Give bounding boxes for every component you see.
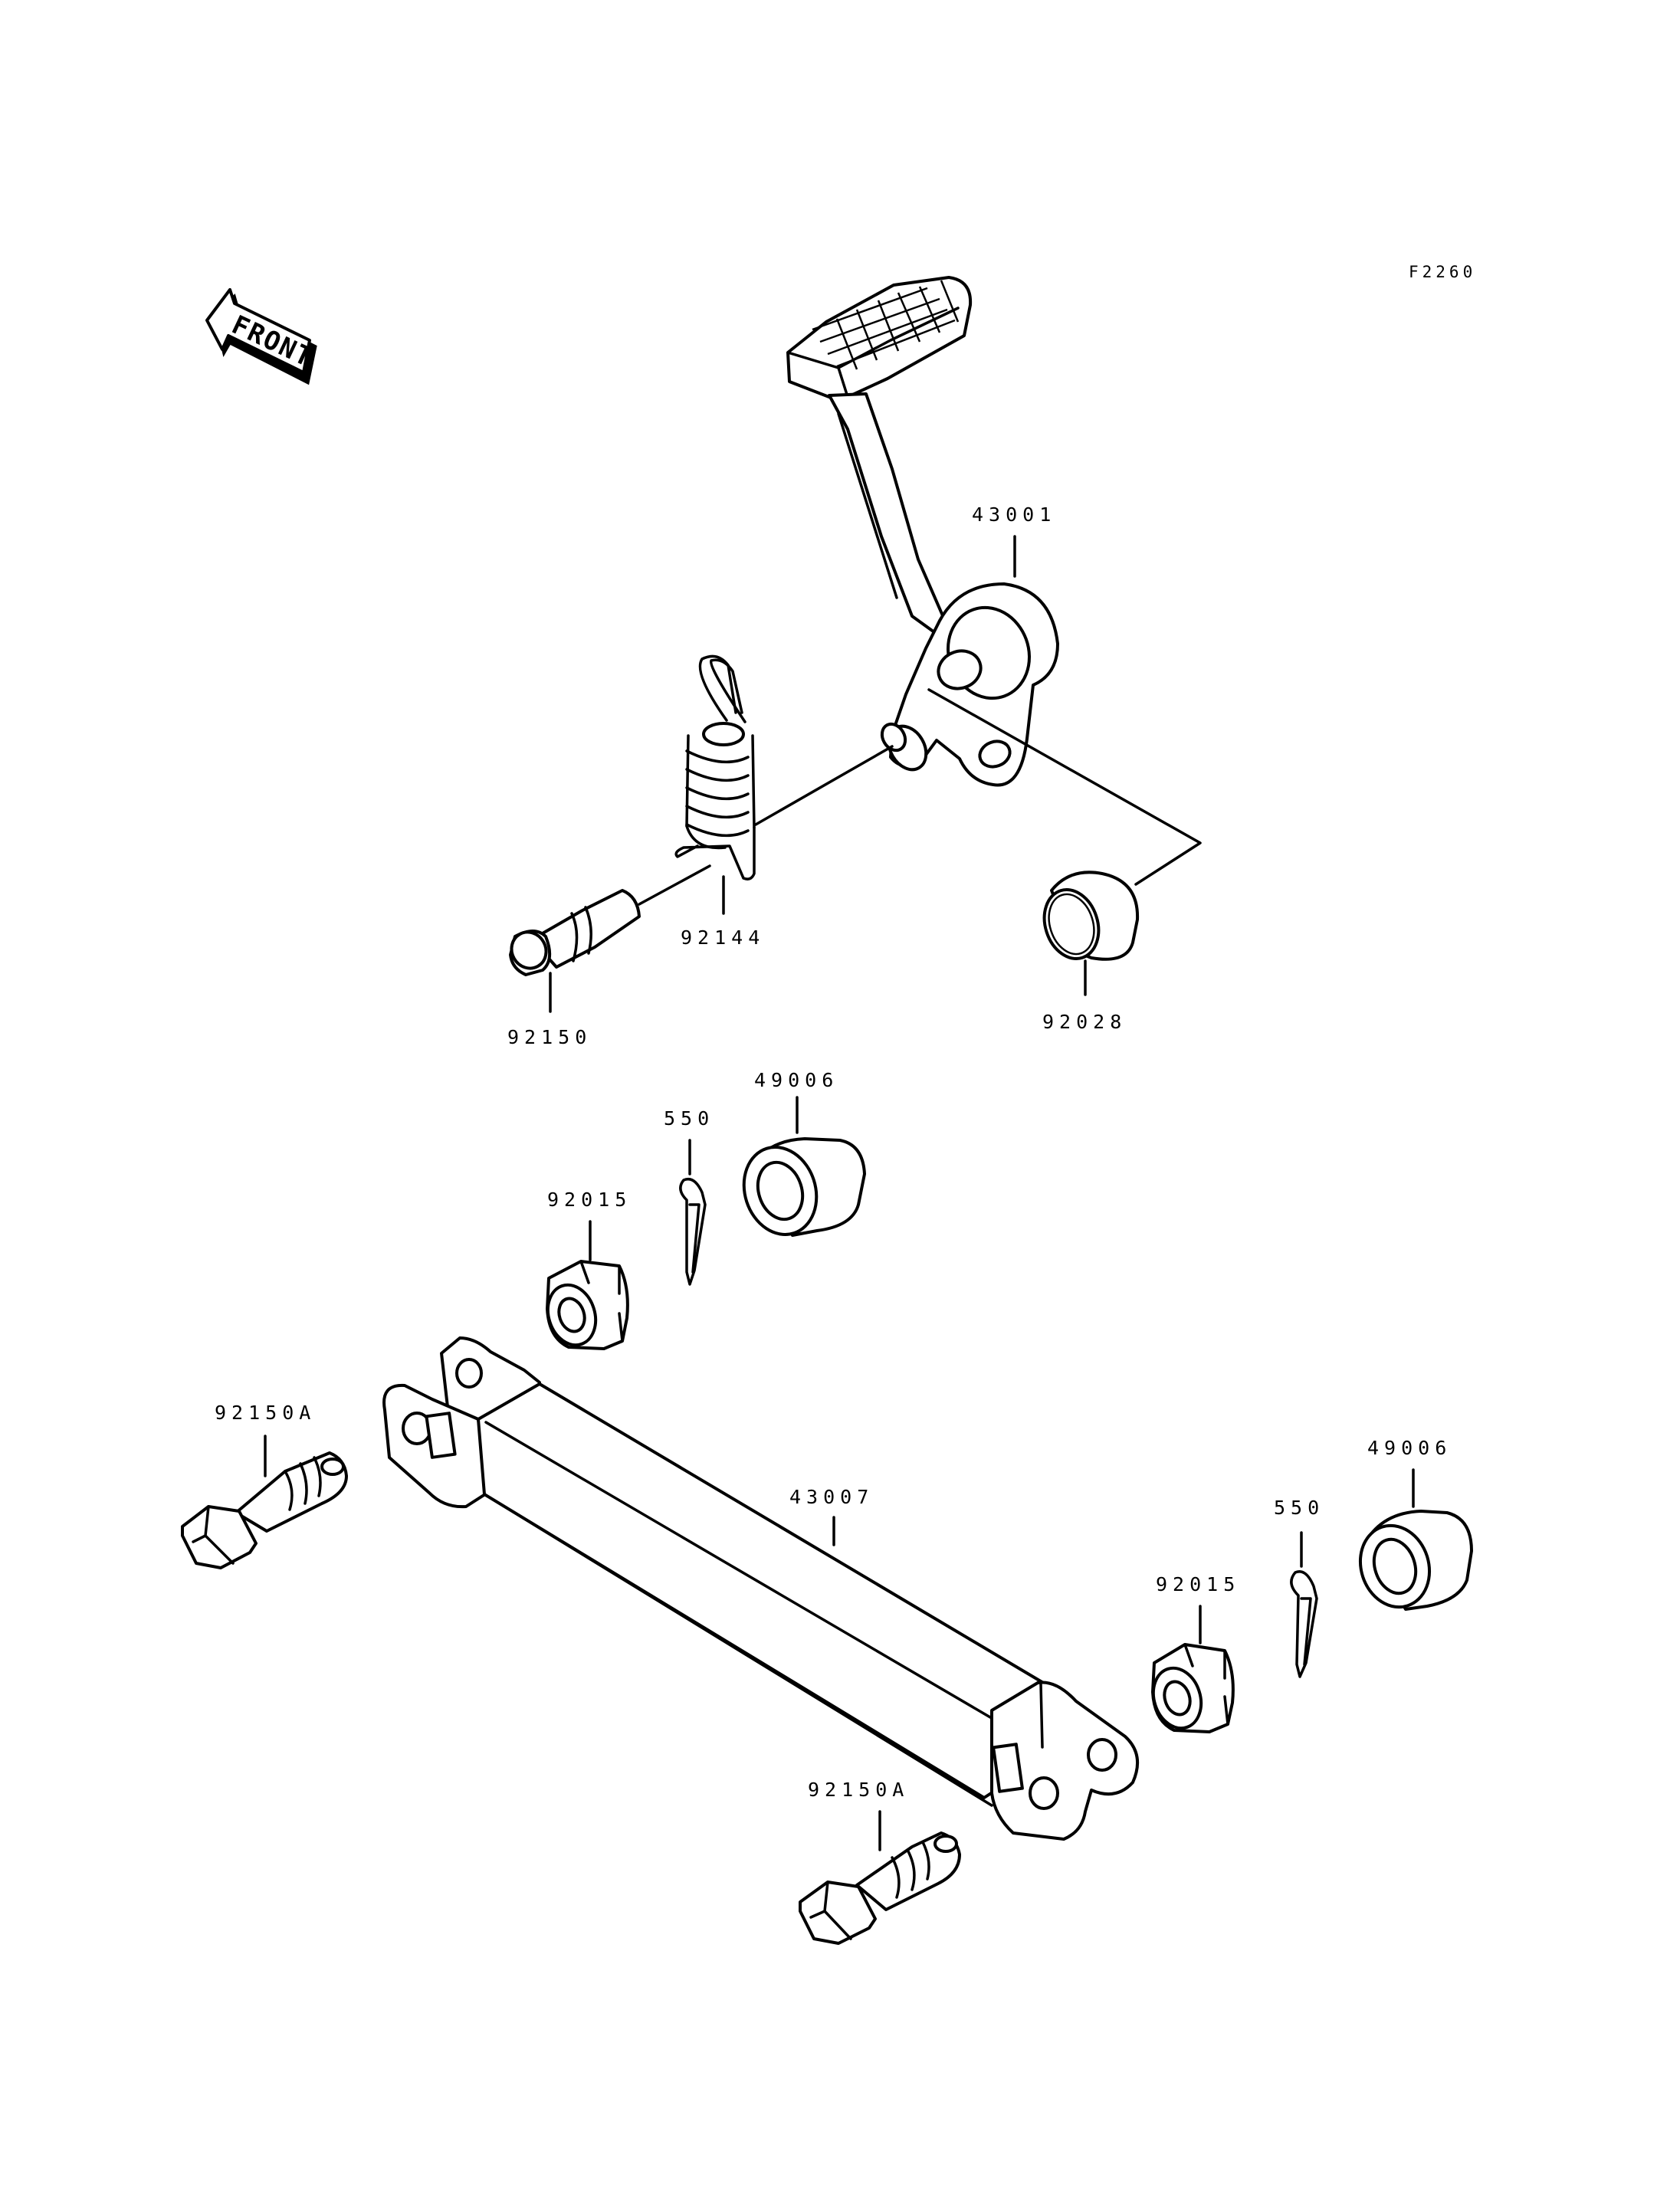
front-arrow-icon: FRONT bbox=[205, 288, 318, 385]
part-label-550-right: 550 bbox=[1274, 1497, 1324, 1519]
part-label-49006-right: 49006 bbox=[1367, 1437, 1452, 1459]
part-label-43007: 43007 bbox=[789, 1486, 874, 1508]
rubber-boot-49006-top: 49006 bbox=[742, 1069, 866, 1237]
part-label-49006-top: 49006 bbox=[754, 1069, 838, 1091]
assembly-line-bushing bbox=[927, 688, 1202, 886]
part-label-92144: 92144 bbox=[681, 926, 765, 949]
brake-rod-43007: 43007 bbox=[382, 1336, 1139, 1841]
part-label-92015-right: 92015 bbox=[1156, 1573, 1240, 1595]
bolt-92150A-left: 92150A bbox=[181, 1402, 348, 1569]
part-label-92150A-bottom: 92150A bbox=[808, 1779, 909, 1801]
part-label-92150A-left: 92150A bbox=[215, 1402, 316, 1424]
part-label-92028: 92028 bbox=[1042, 1011, 1127, 1033]
cotter-pin-550-top: 550 bbox=[664, 1107, 714, 1286]
part-label-550-top: 550 bbox=[664, 1107, 714, 1130]
part-label-92150: 92150 bbox=[507, 1026, 592, 1048]
figure-code: F2260 bbox=[1409, 263, 1476, 281]
part-label-92015-top: 92015 bbox=[547, 1189, 632, 1211]
nut-92015-right: 92015 bbox=[1151, 1573, 1240, 1733]
return-spring-92144: 92144 bbox=[674, 654, 765, 949]
spring-pin-92150: 92150 bbox=[507, 864, 711, 1048]
cotter-pin-550-right: 550 bbox=[1274, 1497, 1324, 1678]
nut-92015-top: 92015 bbox=[546, 1189, 632, 1350]
assembly-line-spring bbox=[754, 745, 894, 826]
brake-pedal-43001: 43001 bbox=[786, 276, 1059, 787]
bolt-92150A-bottom: 92150A bbox=[799, 1779, 961, 1945]
bushing-92028: 92028 bbox=[1042, 871, 1140, 1033]
rubber-boot-49006-right: 49006 bbox=[1358, 1437, 1473, 1611]
part-label-43001: 43001 bbox=[972, 503, 1056, 526]
